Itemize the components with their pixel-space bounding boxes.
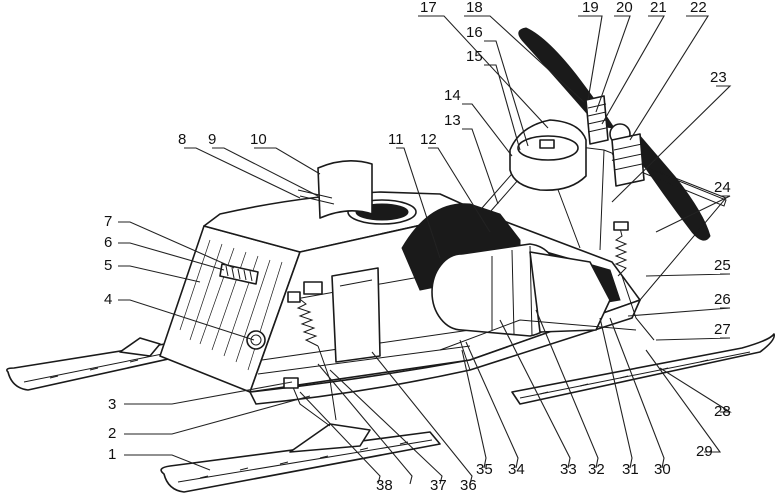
callout-22: 22 [690,0,707,16]
headlight [246,330,266,350]
steering-rods [439,319,637,371]
callout-21: 21 [650,0,667,16]
side-door [303,267,381,363]
callout-30: 30 [654,461,671,478]
callout-24: 24 [714,179,731,196]
callout-4: 4 [104,291,112,308]
callout-11: 11 [388,131,404,148]
callout-19: 19 [582,0,599,16]
callout-36: 36 [460,477,477,494]
callout-8: 8 [178,131,186,148]
callout-13: 13 [444,112,461,129]
callout-10: 10 [250,131,267,148]
callout-25: 25 [714,257,731,274]
rear-suspension [613,221,655,341]
callout-7: 7 [104,213,112,230]
callout-12: 12 [420,131,437,148]
callout-37: 37 [430,477,447,494]
callout-5: 5 [104,257,112,274]
rear-right-ski [511,333,776,405]
callout-20: 20 [616,0,633,16]
callout-16: 16 [466,24,483,41]
callout-9: 9 [208,131,216,148]
callout-33: 33 [560,461,577,478]
engine-unit [509,95,645,192]
callout-3: 3 [108,396,116,413]
callout-6: 6 [104,234,112,251]
callout-26: 26 [714,291,731,308]
fuel-tank [431,243,611,337]
rear-left-ski [6,337,201,391]
callout-34: 34 [508,461,525,478]
callout-27: 27 [714,321,731,338]
callout-35: 35 [476,461,493,478]
front-grille [219,263,259,285]
leader-lines [118,15,732,485]
callout-17: 17 [420,0,437,16]
callout-labels: 1 2 3 4 5 6 7 8 9 10 11 12 13 14 15 16 1… [104,0,731,494]
callout-31: 31 [622,461,639,478]
callout-2: 2 [108,425,116,442]
callout-38: 38 [376,477,393,494]
callout-32: 32 [588,461,605,478]
callout-23: 23 [710,69,727,86]
callout-14: 14 [444,87,461,104]
callout-28: 28 [714,403,731,420]
callout-18: 18 [466,0,483,16]
callout-1: 1 [108,446,116,463]
nose-hatching [179,239,283,371]
callout-15: 15 [466,48,483,65]
callout-29: 29 [696,443,713,460]
